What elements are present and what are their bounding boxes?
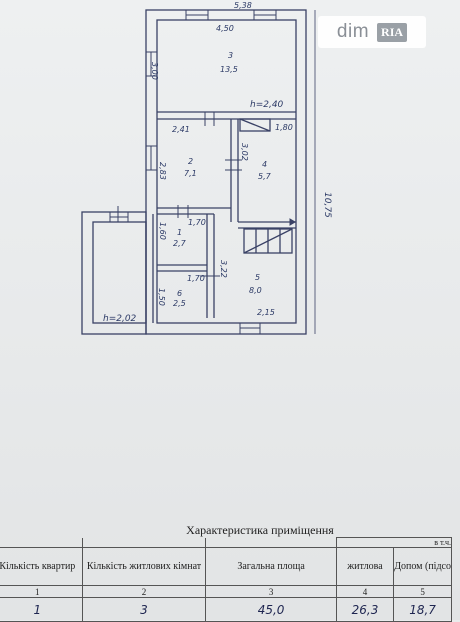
col-number-1: 1	[0, 585, 83, 598]
room-4-area: 5,7	[258, 172, 271, 181]
room-6-number: 6	[177, 289, 183, 298]
watermark-badge: RIA	[377, 22, 408, 42]
col-number-3: 3	[205, 585, 337, 598]
value-apartments: 1	[0, 597, 83, 622]
dim-room4-side: 3,02	[240, 143, 249, 161]
header-living-rooms: Кількість житлових кімнат	[81, 547, 207, 586]
col-number-5: 5	[393, 585, 452, 598]
dim-total-length: 10,75	[322, 192, 332, 218]
outer-wall	[145, 9, 307, 335]
room-5-number: 5	[255, 273, 261, 282]
dim-room6-width: 1,70	[187, 274, 205, 283]
header-living-area: житлова	[335, 547, 395, 586]
inner-wall	[156, 19, 297, 324]
room-4-number: 4	[262, 160, 268, 169]
value-auxiliary-area: 18,7	[393, 597, 452, 622]
value-living-rooms: 3	[81, 597, 207, 622]
table-title: Характеристика приміщення	[186, 523, 334, 537]
header-total-area: Загальна площа	[205, 547, 337, 586]
value-total-area: 45,0	[205, 597, 337, 622]
dim-room6-side: 1,50	[157, 288, 166, 306]
col-number-2: 2	[81, 585, 207, 598]
room-6-area: 2,5	[173, 299, 186, 308]
room-1-area: 2,7	[173, 239, 186, 248]
room-5-area: 8,0	[249, 286, 262, 295]
header-apartments: Кількість квартир	[0, 547, 83, 586]
table-subheader: в т.ч.	[335, 537, 453, 548]
room-1-number: 1	[177, 228, 183, 237]
dim-hall-width: 2,41	[172, 125, 190, 134]
annex-inner-wall	[92, 221, 147, 324]
room-characteristics-table: в т.ч. Кількість квартир Кількість житло…	[0, 537, 453, 622]
floor-plan-drawing	[81, 9, 316, 335]
dim-stair-width: 1,80	[275, 123, 293, 132]
col-number-4: 4	[335, 585, 395, 598]
height-upper: h=2,40	[250, 100, 284, 110]
dim-top-inner: 4,50	[216, 24, 234, 33]
value-living-area: 26,3	[335, 597, 395, 622]
dim-room1-side: 1,60	[158, 222, 167, 240]
dimria-watermark: dim RIA	[318, 16, 426, 48]
dim-bottom-width: 2,15	[257, 308, 275, 317]
dim-room5-side: 3,22	[219, 260, 228, 278]
height-lower: h=2,02	[103, 314, 137, 324]
room-3-area: 13,5	[220, 65, 238, 74]
watermark-brand: dim	[336, 21, 370, 42]
dim-room1-width: 1,70	[188, 218, 206, 227]
dim-room2-side: 2,83	[158, 162, 167, 180]
room-2-number: 2	[188, 157, 194, 166]
room-2-area: 7,1	[184, 169, 197, 178]
room-3-number: 3	[228, 51, 234, 60]
header-auxiliary-area: Допом (підсо	[393, 547, 452, 586]
dim-top-outer: 5,38	[234, 1, 252, 10]
dim-room3-side: 3,00	[150, 62, 159, 80]
